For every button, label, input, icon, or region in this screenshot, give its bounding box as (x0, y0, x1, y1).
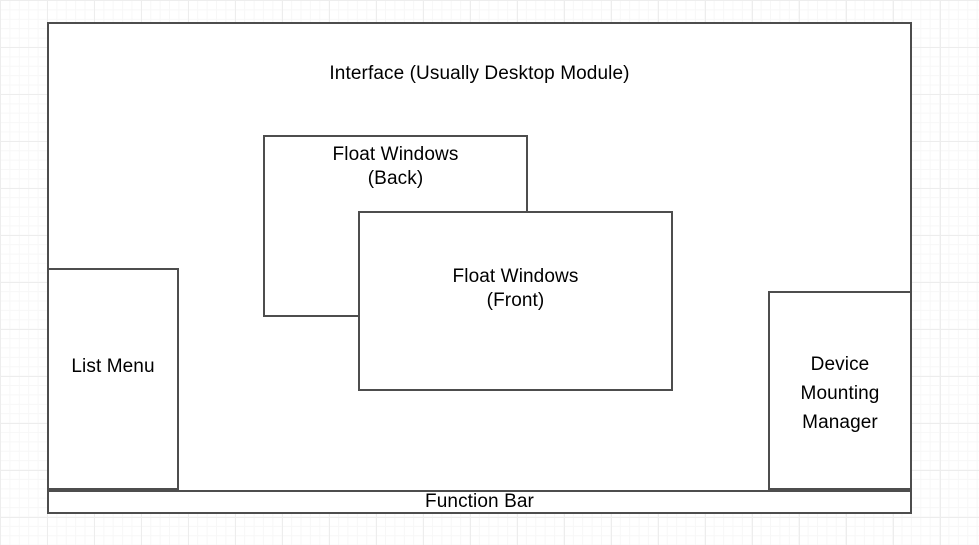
float-window-front-box[interactable] (358, 211, 673, 391)
device-mounting-manager-label: Device Mounting Manager (800, 354, 880, 433)
interface-title-label: Interface (Usually Desktop Module) (329, 63, 630, 84)
list-menu-label: List Menu (71, 356, 155, 377)
function-bar-label: Function Bar (425, 491, 534, 512)
device-mounting-manager-box[interactable] (768, 291, 912, 490)
list-menu-box[interactable] (47, 268, 179, 490)
function-bar-box[interactable] (47, 490, 912, 514)
float-window-back-label: Float Windows (Back) (332, 144, 459, 189)
float-window-front-label: Float Windows (Front) (452, 266, 579, 311)
